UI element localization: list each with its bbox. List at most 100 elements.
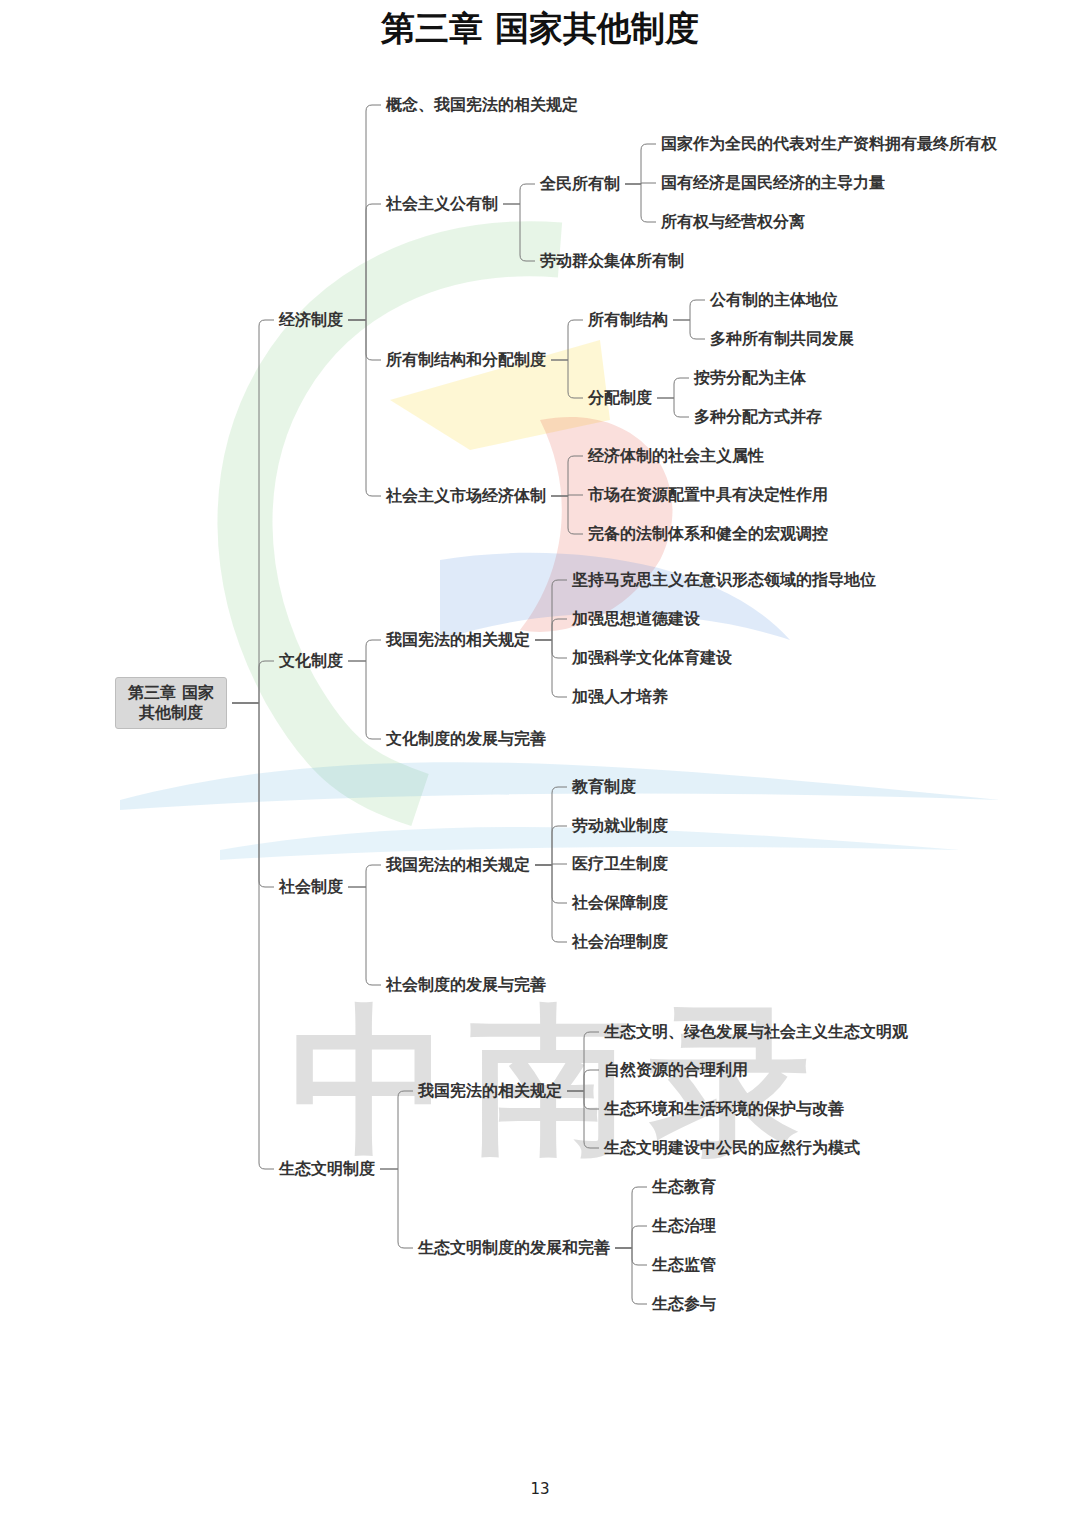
topic-node: 社会治理制度 [572,932,668,952]
topic-node: 劳动就业制度 [572,816,668,836]
tree-connector [503,184,535,204]
topic-node: 社会制度 [279,877,343,897]
tree-connector [348,320,381,496]
topic-node: 概念、我国宪法的相关规定 [386,95,578,115]
tree-connector [348,320,381,360]
node-text: 生态环境和生活环境的保护与改善 [604,1099,844,1119]
node-text: 概念、我国宪法的相关规定 [386,95,578,115]
topic-node: 生态文明制度的发展和完善 [418,1238,610,1258]
tree-connector [232,703,274,1169]
tree-connector [657,398,689,417]
topic-node: 所有制结构 [588,310,668,330]
topic-node: 我国宪法的相关规定 [386,630,530,650]
node-text: 加强人才培养 [572,687,668,707]
topic-node: 医疗卫生制度 [572,854,668,874]
tree-connector [551,320,583,360]
topic-node: 生态文明建设中公民的应然行为模式 [604,1138,860,1158]
node-text: 社会主义公有制 [386,194,498,214]
topic-node: 加强人才培养 [572,687,668,707]
topic-node: 生态文明制度 [279,1159,375,1179]
node-text: 所有权与经营权分离 [661,212,805,232]
logo-wave [120,762,1000,810]
topic-node: 劳动群众集体所有制 [540,251,684,271]
tree-connector [615,1187,647,1248]
node-text: 多种分配方式并存 [694,407,822,427]
node-text: 第三章 国家其他制度 [124,683,218,723]
tree-connector [551,456,583,496]
node-text: 社会主义市场经济体制 [386,486,546,506]
topic-node: 社会保障制度 [572,893,668,913]
topic-node: 市场在资源配置中具有决定性作用 [588,485,828,505]
node-text: 社会制度 [279,877,343,897]
node-text: 加强科学文化体育建设 [572,648,732,668]
tree-connector [535,580,567,640]
tree-connector [348,865,381,887]
tree-connector [535,640,567,697]
node-text: 我国宪法的相关规定 [386,630,530,650]
topic-node: 生态参与 [652,1294,716,1314]
tree-connector [348,661,381,739]
node-text: 生态治理 [652,1216,716,1236]
tree-connector [625,184,656,222]
node-text: 社会保障制度 [572,893,668,913]
node-text: 生态文明建设中公民的应然行为模式 [604,1138,860,1158]
topic-node: 分配制度 [588,388,652,408]
node-text: 社会制度的发展与完善 [386,975,546,995]
node-text: 完备的法制体系和健全的宏观调控 [588,524,828,544]
topic-node: 生态环境和生活环境的保护与改善 [604,1099,844,1119]
tree-connector [380,1169,413,1248]
node-text: 生态文明制度的发展和完善 [418,1238,610,1258]
tree-connector [232,703,274,887]
node-text: 市场在资源配置中具有决定性作用 [588,485,828,505]
tree-connector [535,865,567,942]
tree-connector [673,300,705,320]
tree-connector [615,1248,647,1304]
tree-connector [551,360,583,398]
topic-node: 社会主义市场经济体制 [386,486,546,506]
node-text: 国家作为全民的代表对生产资料拥有最终所有权 [661,134,997,154]
topic-node: 全民所有制 [540,174,620,194]
tree-connector [348,887,381,985]
topic-node: 生态教育 [652,1177,716,1197]
node-text: 按劳分配为主体 [694,368,806,388]
topic-node: 生态治理 [652,1216,716,1236]
tree-connector [232,661,274,703]
node-text: 劳动就业制度 [572,816,668,836]
node-text: 加强思想道德建设 [572,609,700,629]
topic-node: 国有经济是国民经济的主导力量 [661,173,885,193]
topic-node: 自然资源的合理利用 [604,1060,748,1080]
node-text: 全民所有制 [540,174,620,194]
node-text: 生态文明、绿色发展与社会主义生态文明观 [604,1022,908,1042]
topic-node: 加强思想道德建设 [572,609,700,629]
tree-connector [615,1226,647,1248]
topic-node: 经济体制的社会主义属性 [588,446,764,466]
node-text: 分配制度 [588,388,652,408]
topic-node: 社会主义公有制 [386,194,498,214]
topic-node: 国家作为全民的代表对生产资料拥有最终所有权 [661,134,997,154]
tree-connector [535,865,567,903]
tree-connector [535,787,567,865]
topic-node: 坚持马克思主义在意识形态领域的指导地位 [572,570,876,590]
page-title: 第三章 国家其他制度 [0,6,1080,52]
tree-connector [625,144,656,184]
topic-node: 多种所有制共同发展 [710,329,854,349]
node-text: 经济制度 [279,310,343,330]
node-text: 生态参与 [652,1294,716,1314]
topic-node: 文化制度 [279,651,343,671]
tree-connector [673,320,705,339]
tree-connector [535,640,567,658]
node-text: 国有经济是国民经济的主导力量 [661,173,885,193]
topic-node: 完备的法制体系和健全的宏观调控 [588,524,828,544]
topic-node: 经济制度 [279,310,343,330]
node-text: 公有制的主体地位 [710,290,838,310]
tree-connector [348,640,381,661]
node-text: 所有制结构和分配制度 [386,350,546,370]
topic-node: 文化制度的发展与完善 [386,729,546,749]
tree-connector [503,204,535,261]
tree-connector [551,496,583,534]
node-text: 医疗卫生制度 [572,854,668,874]
node-text: 生态文明制度 [279,1159,375,1179]
node-text: 自然资源的合理利用 [604,1060,748,1080]
topic-node: 所有权与经营权分离 [661,212,805,232]
